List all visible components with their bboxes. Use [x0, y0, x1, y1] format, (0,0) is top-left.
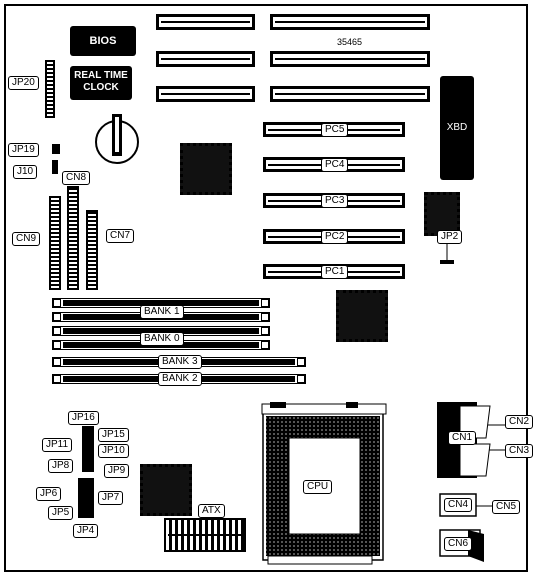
isa-slot-pc1-label: PC1 [321, 265, 349, 279]
bank0-label: BANK 0 [140, 332, 184, 346]
isa-slot-pc4-label: PC4 [321, 158, 349, 172]
cn1-label: CN1 [448, 431, 477, 445]
bios-chip: BIOS [70, 26, 136, 56]
cn6-label: CN6 [444, 537, 473, 551]
jp20-header [45, 60, 55, 118]
slot-top-right-2 [270, 51, 430, 67]
jumper-block-lower [78, 478, 94, 518]
isa-slot-pc5-label: PC5 [321, 123, 349, 137]
chipset-io [424, 192, 460, 236]
jp19-label: JP19 [8, 143, 39, 157]
bank1-label: BANK 1 [140, 305, 184, 319]
jp11-label: JP11 [42, 438, 73, 452]
cn7-header [86, 210, 98, 290]
jp15-label: JP15 [98, 428, 129, 442]
rtc-chip: REAL TIME CLOCK [70, 66, 132, 100]
cn8-header [67, 186, 79, 290]
slot-top-left-1 [156, 14, 255, 30]
chipset-south [336, 290, 388, 342]
cn7-label: CN7 [106, 229, 135, 243]
cn4-label: CN4 [444, 498, 473, 512]
cn8-label: CN8 [62, 171, 91, 185]
jp4-label: JP4 [73, 524, 99, 538]
jp16-label: JP16 [68, 411, 99, 425]
atx-label: ATX [198, 504, 225, 518]
motherboard-outline [4, 4, 528, 572]
j10-label: J10 [13, 165, 38, 179]
cn2-label: CN2 [505, 415, 534, 429]
cpu-label: CPU [303, 480, 333, 494]
jp5-label: JP5 [48, 506, 74, 520]
jp19-jumper [52, 144, 60, 154]
jumper-block-upper [82, 426, 94, 472]
atx-connector [164, 518, 246, 552]
slot-top-right-3 [270, 86, 430, 102]
jp10-label: JP10 [98, 444, 129, 458]
jp2-label: JP2 [437, 230, 463, 244]
cn9-label: CN9 [12, 232, 41, 246]
slot-top-left-2 [156, 51, 255, 67]
chipset-bottom [140, 464, 192, 516]
jp20-label: JP20 [8, 76, 39, 90]
jp7-label: JP7 [98, 491, 124, 505]
jp2-jumper [440, 260, 454, 264]
slot-top-left-3 [156, 86, 255, 102]
bank2-label: BANK 2 [158, 372, 202, 386]
cn9-header [49, 196, 61, 290]
chipset-north [180, 143, 232, 195]
bank3-label: BANK 3 [158, 355, 202, 369]
board-number: 35465 [337, 37, 363, 47]
isa-slot-pc2-label: PC2 [321, 230, 349, 244]
xbd-chip: XBD [440, 76, 474, 180]
jp9-label: JP9 [104, 464, 130, 478]
cn5-label: CN5 [492, 500, 521, 514]
slot-top-right-1 [270, 14, 430, 30]
isa-slot-pc3-label: PC3 [321, 194, 349, 208]
j10-jumper [52, 160, 58, 174]
jp8-label: JP8 [48, 459, 74, 473]
jp6-label: JP6 [36, 487, 62, 501]
cn3-label: CN3 [505, 444, 534, 458]
